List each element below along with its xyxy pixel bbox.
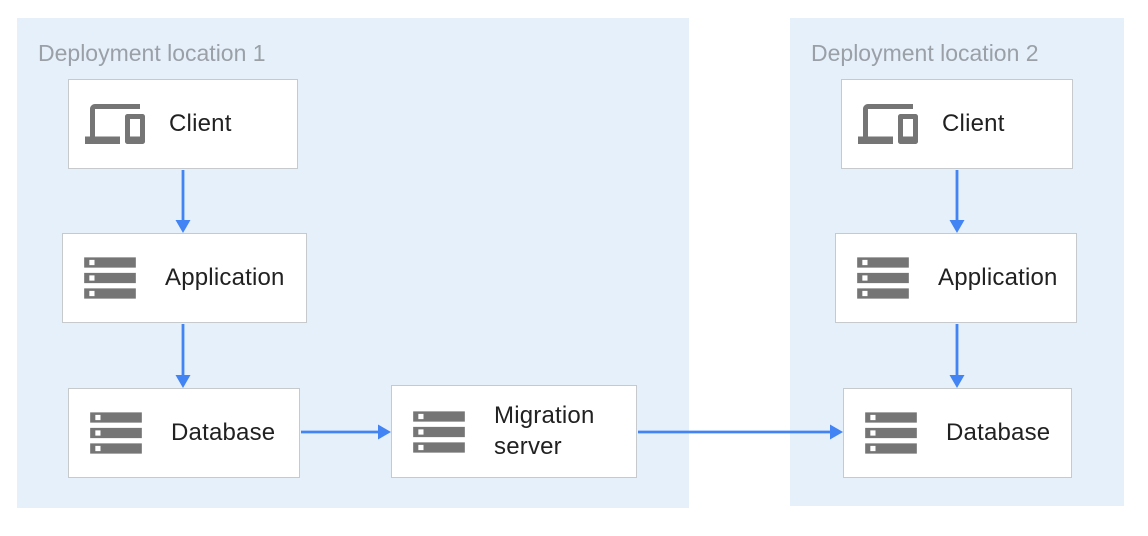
devices-icon [858, 94, 918, 154]
server-stack-icon [79, 247, 141, 309]
node-label: Client [942, 110, 1005, 137]
server-stack-icon [85, 402, 147, 464]
node-application-1: Application [62, 233, 307, 323]
node-client-2: Client [841, 79, 1073, 169]
node-label: Database [946, 419, 1051, 446]
node-migration-server: Migration server [391, 385, 637, 478]
node-client-1: Client [68, 79, 298, 169]
node-database-1: Database [68, 388, 300, 478]
node-label: Application [938, 264, 1058, 291]
server-stack-icon [852, 247, 914, 309]
devices-icon [85, 94, 145, 154]
region-title: Deployment location 2 [811, 40, 1039, 66]
node-application-2: Application [835, 233, 1077, 323]
node-database-2: Database [843, 388, 1072, 478]
node-label: Client [169, 110, 232, 137]
node-label: Migration server [494, 401, 595, 460]
server-stack-icon [408, 401, 470, 463]
server-stack-icon [860, 402, 922, 464]
region-title: Deployment location 1 [38, 40, 266, 66]
node-label: Application [165, 264, 285, 291]
node-label: Database [171, 419, 276, 446]
